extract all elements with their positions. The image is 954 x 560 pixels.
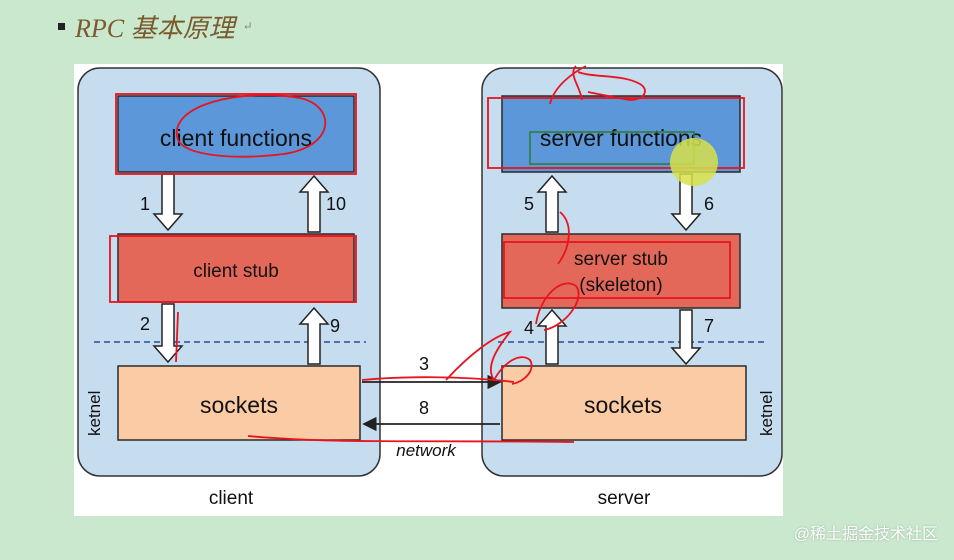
- annotation-top-scribble: [549, 65, 646, 105]
- bullet-icon: [58, 23, 65, 30]
- client-stub-box: [117, 233, 355, 303]
- step-8-label: 8: [419, 398, 429, 418]
- heading-text: RPC 基本原理: [75, 14, 235, 43]
- server-kernel-label: ketnel: [757, 391, 776, 436]
- step-7-label: 7: [704, 316, 714, 336]
- cursor-highlight: [670, 138, 718, 186]
- server-stub-label-line1: server stub: [574, 249, 668, 270]
- client-functions-label: client functions: [160, 125, 312, 151]
- client-kernel-label: ketnel: [85, 391, 104, 436]
- annotation-socket-underline: [247, 435, 575, 443]
- annotation-server-arrow-stroke: [557, 211, 570, 265]
- step-5-label: 5: [524, 194, 534, 214]
- step-10-label: 10: [326, 194, 346, 214]
- step-1-label: 1: [140, 194, 150, 214]
- rpc-diagram-figure: client functions server functions client…: [74, 64, 783, 516]
- step-4-label: 4: [524, 318, 534, 338]
- arrow-step-10: [298, 174, 330, 233]
- arrow-step-1: [152, 173, 184, 232]
- step-9-label: 9: [330, 316, 340, 336]
- server-sockets-label: sockets: [584, 392, 662, 418]
- red-annotations: [109, 65, 745, 443]
- server-stub-box: [501, 233, 741, 309]
- arrow-step-7: [670, 309, 702, 366]
- slide-heading: RPC 基本原理 ↵: [58, 8, 253, 45]
- client-caption: client: [209, 488, 254, 509]
- arrow-step-5: [536, 174, 568, 233]
- server-functions-label: server functions: [540, 125, 702, 151]
- rpc-diagram: client functions server functions client…: [77, 65, 783, 509]
- network-label: network: [396, 441, 457, 460]
- annotation-client-stroke: [175, 311, 179, 363]
- server-caption: server: [598, 488, 651, 509]
- arrow-step-2: [152, 303, 184, 364]
- client-functions-box: [117, 95, 355, 173]
- client-sockets-box: [117, 365, 361, 441]
- annotation-client-stub-frame: [109, 235, 357, 303]
- annotation-step3-stroke: [361, 376, 515, 383]
- paragraph-mark-icon: ↵: [242, 19, 253, 33]
- watermark: @稀土掘金技术社区: [793, 526, 938, 543]
- annotation-server-stub-frame: [503, 241, 731, 299]
- client-stub-label: client stub: [193, 261, 279, 282]
- server-stub-label-line2: (skeleton): [579, 275, 662, 296]
- arrow-step-9: [298, 306, 330, 365]
- annotation-client-functions-circle: [175, 94, 326, 158]
- annotation-client-functions-frame: [115, 93, 357, 175]
- step-3-label: 3: [419, 354, 429, 374]
- step-6-label: 6: [704, 194, 714, 214]
- annotation-network-scribble: [445, 330, 533, 385]
- client-sockets-label: sockets: [200, 392, 278, 418]
- server-sockets-box: [501, 365, 747, 441]
- step-2-label: 2: [140, 314, 150, 334]
- annotation-server-stub-loop: [535, 282, 580, 331]
